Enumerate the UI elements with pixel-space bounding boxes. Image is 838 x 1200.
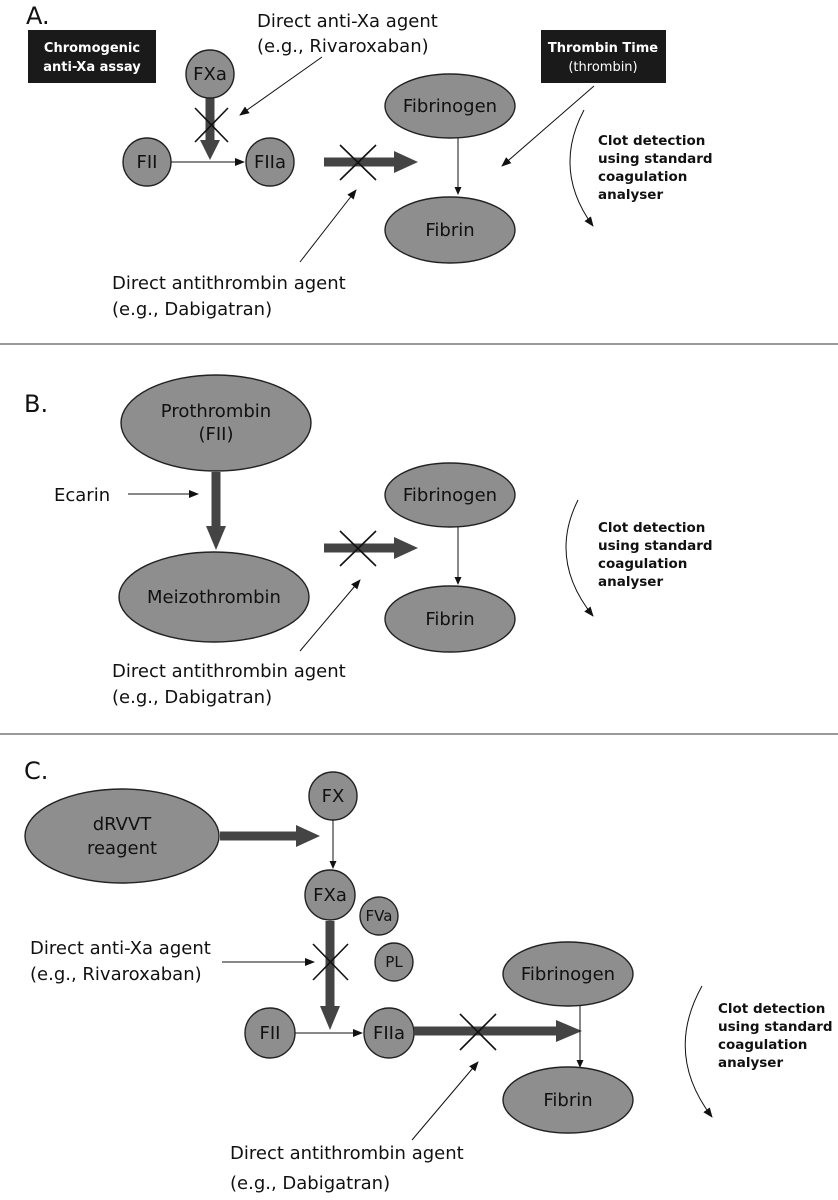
c-clot-detection-line1: Clot detection bbox=[718, 1001, 825, 1017]
meizothrombin-node-label: Meizothrombin bbox=[147, 587, 281, 608]
pl-node bbox=[374, 942, 414, 982]
fva-node-label: FVa bbox=[366, 907, 393, 925]
b-fibrinogen-node bbox=[384, 462, 516, 528]
clot-detection-line4: analyser bbox=[598, 187, 663, 203]
thrombin-time-box bbox=[541, 30, 666, 83]
anti-xa-agent-label: Direct anti-Xa agent bbox=[257, 11, 438, 32]
c-fibrin-node bbox=[502, 1066, 634, 1134]
fibrinogen-node bbox=[384, 73, 516, 139]
panel-b-letter: B. bbox=[24, 390, 48, 418]
b-fibrinogen-node-label: Fibrinogen bbox=[403, 485, 497, 506]
b-clot-detection-line3: coagulation bbox=[598, 556, 687, 572]
c-fii-node bbox=[244, 1007, 296, 1059]
drvvt-reagent-sublabel: reagent bbox=[87, 838, 157, 859]
clot-detection-curve-arrow bbox=[569, 109, 594, 227]
thrombin-time-line2: (thrombin) bbox=[568, 60, 637, 75]
c-fiia-node-label: FIIa bbox=[373, 1023, 405, 1044]
prothrombin-node bbox=[120, 374, 312, 472]
c-antithrombin-agent-label: Direct antithrombin agent bbox=[230, 1143, 464, 1164]
fiia-node-label: FIIa bbox=[254, 152, 286, 173]
thrombin-action-arrow-head bbox=[394, 151, 418, 173]
panel-a-letter: A. bbox=[26, 2, 50, 30]
clot-detection-line3: coagulation bbox=[598, 169, 687, 185]
chromogenic-assay-box bbox=[28, 30, 156, 83]
c-clot-detection-line2: using standard bbox=[718, 1019, 833, 1035]
antithrombin-agent-example: (e.g., Dabigatran) bbox=[112, 299, 272, 320]
b-clot-detection-line2: using standard bbox=[598, 538, 713, 554]
clot-detection-line1: Clot detection bbox=[598, 133, 705, 149]
ecarin-activation-arrow-head bbox=[206, 526, 226, 550]
c-anti-xa-agent-label: Direct anti-Xa agent bbox=[30, 938, 211, 959]
chromogenic-assay-line2: anti-Xa assay bbox=[43, 60, 141, 75]
b-antithrombin-block-mark-2 bbox=[339, 530, 377, 567]
c-clot-detection-line4: analyser bbox=[718, 1055, 783, 1071]
fii-node-label: FII bbox=[137, 152, 158, 173]
c-fii-node-label: FII bbox=[260, 1023, 281, 1044]
fxa-activation-arrow-head bbox=[200, 140, 220, 160]
fibrin-node bbox=[384, 196, 516, 264]
c-fxa-node bbox=[304, 869, 356, 921]
b-clot-detection-line1: Clot detection bbox=[598, 520, 705, 536]
c-clot-detection-line3: coagulation bbox=[718, 1037, 807, 1053]
anti-xa-block-mark-2 bbox=[194, 107, 229, 143]
meizothrombin-action-arrow-head bbox=[394, 537, 418, 559]
antithrombin-pointer-arrow bbox=[299, 189, 357, 263]
b-fibrin-node-label: Fibrin bbox=[425, 609, 474, 630]
drvvt-reagent-label: dRVVT bbox=[93, 814, 153, 835]
panel-c-letter: C. bbox=[24, 757, 48, 785]
c-anti-xa-block-mark-2 bbox=[312, 943, 349, 981]
c-fxa-activation-arrow-head bbox=[320, 1006, 340, 1030]
meizothrombin-node bbox=[118, 551, 310, 643]
chromogenic-assay-line1: Chromogenic bbox=[44, 41, 140, 56]
fxa-node-label: FXa bbox=[193, 64, 227, 85]
anti-xa-agent-example: (e.g., Rivaroxaban) bbox=[257, 36, 429, 57]
fiia-node bbox=[245, 137, 295, 187]
fxa-node bbox=[185, 49, 235, 99]
c-fibrinogen-node bbox=[502, 941, 634, 1007]
thrombin-time-pointer-arrow bbox=[501, 85, 595, 167]
drvvt-reagent-node bbox=[24, 788, 220, 884]
drvvt-activation-arrow-head bbox=[296, 825, 320, 847]
anti-xa-pointer-arrow bbox=[239, 56, 323, 116]
c-antithrombin-block-mark-2 bbox=[459, 1013, 497, 1051]
c-anti-xa-agent-example: (e.g., Rivaroxaban) bbox=[30, 964, 202, 985]
b-antithrombin-agent-label: Direct antithrombin agent bbox=[112, 661, 346, 682]
c-antithrombin-pointer-arrow bbox=[411, 1061, 479, 1141]
panel-c: C. dRVVT reagent FX FXa FVa PL Direct an… bbox=[24, 757, 833, 1194]
c-fxa-node-label: FXa bbox=[313, 885, 347, 906]
b-clot-detection-curve-arrow bbox=[565, 499, 594, 617]
b-antithrombin-pointer-arrow bbox=[299, 579, 361, 652]
b-clot-detection-line4: analyser bbox=[598, 574, 663, 590]
panel-b: B. Prothrombin (FII) Ecarin Meizothrombi… bbox=[24, 374, 713, 708]
fibrinogen-node-label: Fibrinogen bbox=[403, 96, 497, 117]
b-antithrombin-agent-example: (e.g., Dabigatran) bbox=[112, 687, 272, 708]
prothrombin-node-label: Prothrombin bbox=[161, 401, 271, 422]
clot-detection-line2: using standard bbox=[598, 151, 713, 167]
c-clot-detection-curve-arrow bbox=[684, 985, 713, 1118]
c-thrombin-action-arrow-head bbox=[556, 1020, 582, 1042]
fii-node bbox=[122, 137, 172, 187]
c-fibrinogen-node-label: Fibrinogen bbox=[521, 964, 615, 985]
fx-node-label: FX bbox=[322, 786, 345, 807]
fva-node bbox=[359, 896, 399, 936]
antithrombin-block-mark-2 bbox=[339, 144, 377, 181]
panel-a: A. Chromogenic anti-Xa assay Thrombin Ti… bbox=[26, 2, 713, 320]
c-fibrin-node-label: Fibrin bbox=[543, 1090, 592, 1111]
antithrombin-agent-label: Direct antithrombin agent bbox=[112, 273, 346, 294]
b-fibrin-node bbox=[384, 585, 516, 653]
prothrombin-node-sublabel: (FII) bbox=[198, 424, 233, 445]
ecarin-label: Ecarin bbox=[54, 485, 110, 506]
fibrin-node-label: Fibrin bbox=[425, 220, 474, 241]
pl-node-label: PL bbox=[385, 953, 403, 971]
c-antithrombin-agent-example: (e.g., Dabigatran) bbox=[230, 1173, 390, 1194]
thrombin-time-line1: Thrombin Time bbox=[548, 41, 658, 56]
